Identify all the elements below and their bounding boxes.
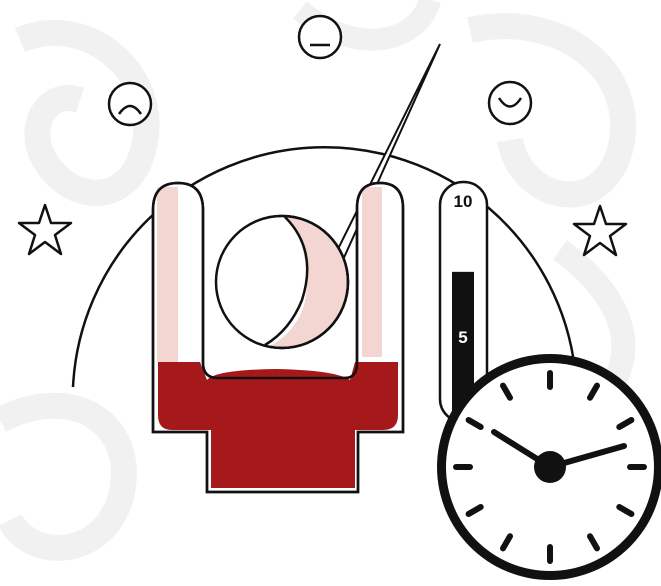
clock-center [534, 451, 566, 483]
gauge-label-5: 5 [458, 328, 467, 347]
star-icon-left [19, 205, 71, 254]
moon-ball [213, 216, 348, 348]
blood-fill [158, 362, 398, 488]
neutral-face-icon [299, 16, 341, 58]
gauge-label-10: 10 [454, 192, 473, 211]
star-icon-right [574, 206, 626, 255]
sad-face-icon [109, 83, 151, 125]
clock-icon [437, 354, 661, 580]
happy-face-icon [489, 82, 531, 124]
